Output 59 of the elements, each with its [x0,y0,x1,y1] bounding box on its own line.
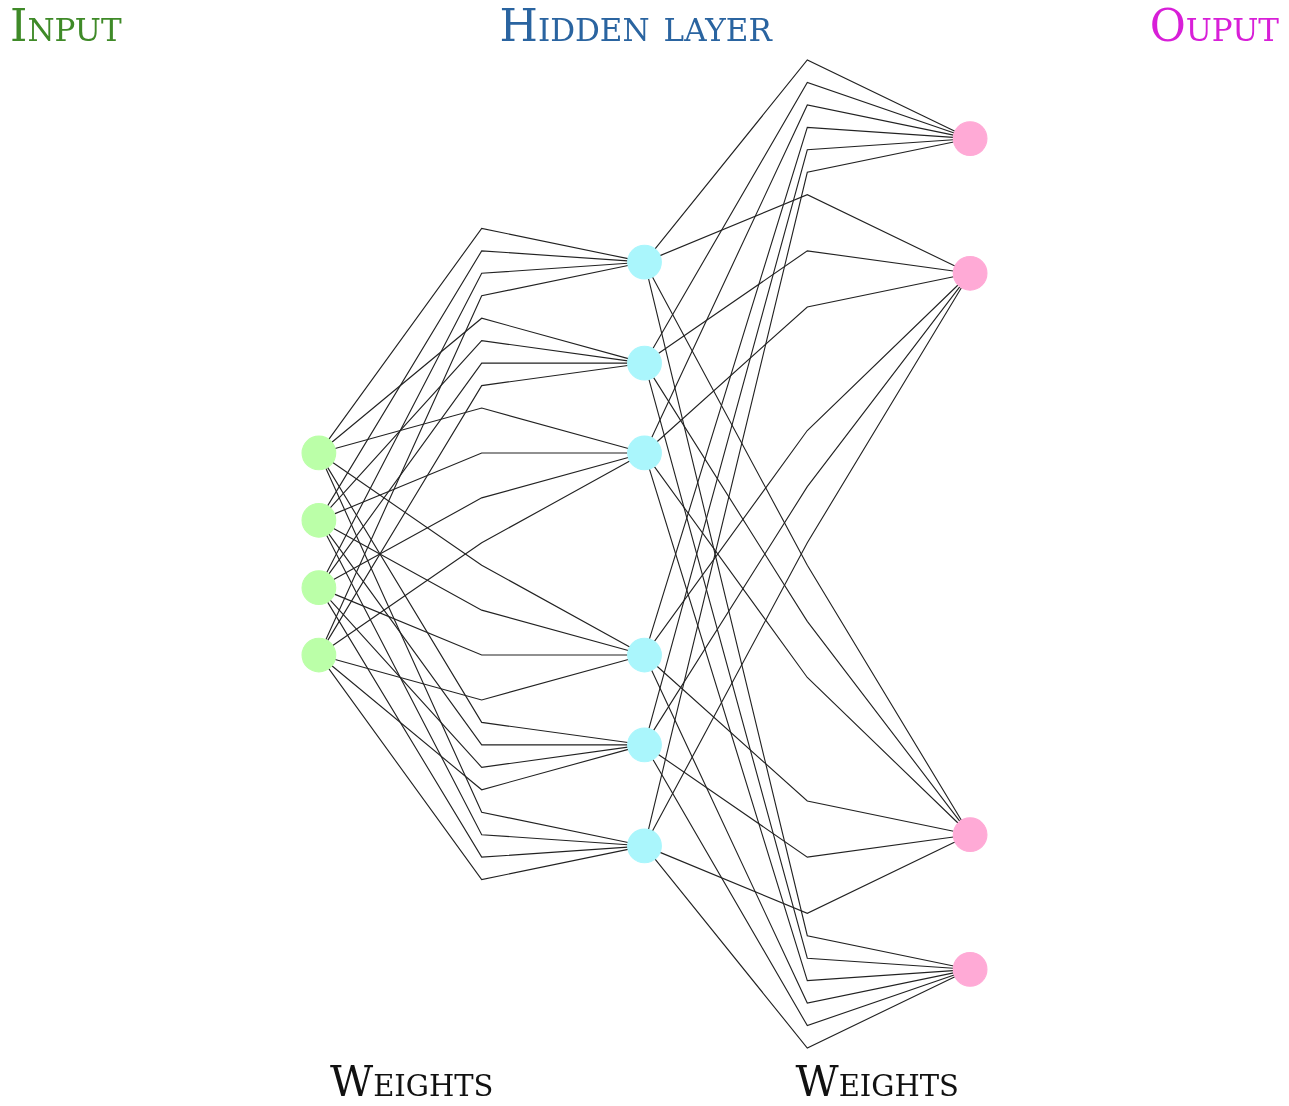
connector [652,286,961,732]
neuron-circle [627,637,662,673]
connector [327,466,629,744]
connector [328,533,629,746]
connector [651,669,955,1004]
connector [328,362,629,575]
connector [653,466,959,824]
connector [331,665,629,791]
neuron-circle [627,435,662,471]
connector [648,378,954,969]
neuron-circle [952,255,988,291]
connector [657,250,954,355]
connector [333,527,629,652]
neuron-circle [952,121,988,156]
column-heading: Ouput [1149,0,1279,51]
connector [328,668,629,881]
connector [657,753,954,858]
neuron-circle [301,637,337,673]
connector [647,141,955,831]
neuron-circle [627,244,662,280]
connector [325,467,629,844]
connector [653,284,959,642]
neuron-circle [627,727,662,763]
connector [334,407,629,450]
connector [327,364,629,642]
connector [326,262,629,574]
connector [651,104,955,439]
connector [659,194,956,267]
neuron-circle [301,570,337,606]
connector [654,858,956,1049]
column-heading: Input [10,0,122,51]
connector [652,81,955,350]
connector [648,468,954,982]
neuron-circle [627,345,662,381]
connector [325,264,629,641]
connector [659,841,956,914]
neuron-circle [952,817,988,853]
connector [329,340,629,509]
neuron-circle [952,952,988,987]
connector [329,599,629,768]
connector [326,534,629,846]
connector [648,126,954,640]
connector [327,250,629,507]
connector [652,376,961,822]
weights-label: Weights [795,1057,959,1106]
neuron-circle [301,502,337,538]
connector [652,758,955,1027]
connector [648,139,954,730]
neuron-circle [627,828,662,864]
connector [331,317,629,443]
weights-label: Weights [330,1057,494,1106]
connector [327,601,629,858]
connector [654,59,956,250]
connector [333,456,629,581]
column-heading: Hidden layer [499,0,772,51]
neuron-circle [301,435,337,471]
connector [647,277,955,967]
connector [334,658,629,701]
connector [328,227,629,440]
